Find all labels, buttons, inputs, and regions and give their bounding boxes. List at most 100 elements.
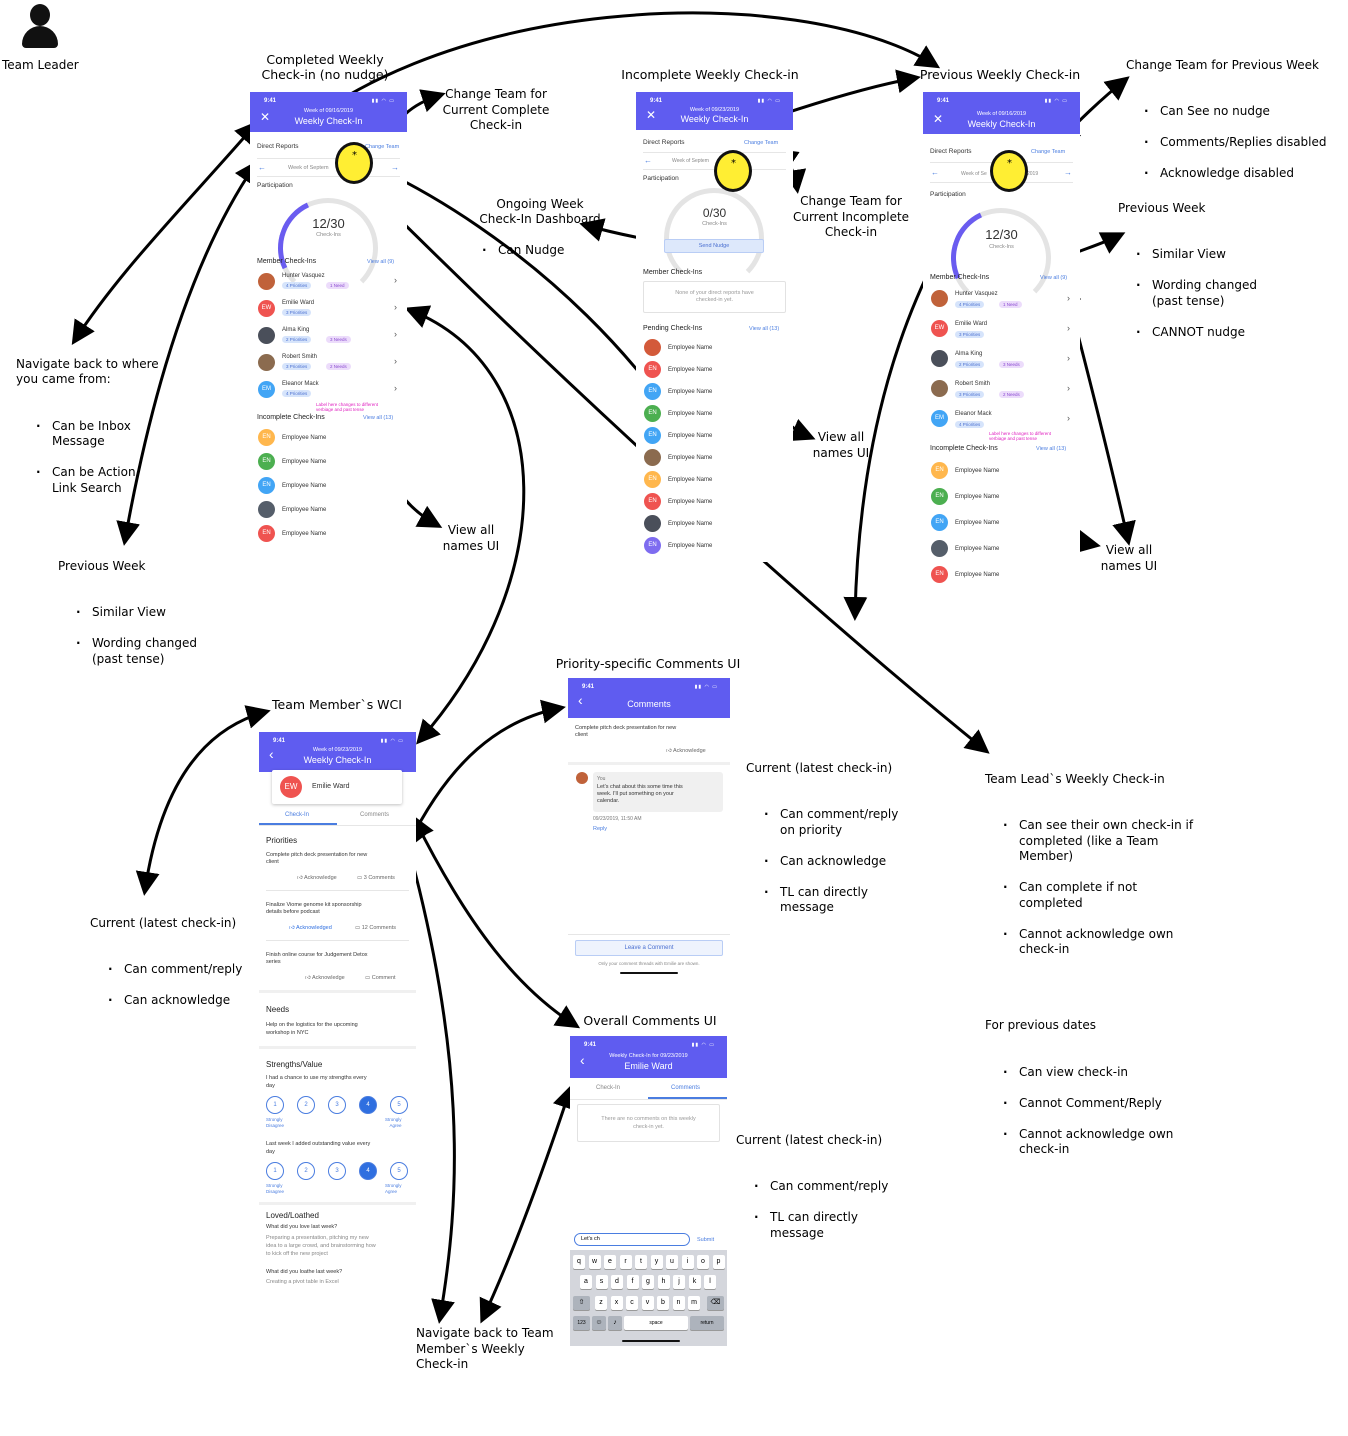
back-icon[interactable]: ‹	[269, 746, 274, 762]
change-team-link[interactable]: Change Team	[744, 140, 779, 146]
list-item[interactable]: Hunter Vasquez 4 Priorities 1 Need ›	[923, 287, 1080, 315]
reply-link[interactable]: Reply	[593, 826, 608, 832]
key[interactable]: c	[626, 1296, 638, 1310]
next-week-icon[interactable]: →	[391, 163, 399, 172]
list-item[interactable]: Employee Name	[636, 448, 793, 470]
rating-option[interactable]: 2	[297, 1162, 315, 1180]
key[interactable]: t	[635, 1255, 647, 1269]
key[interactable]: g	[642, 1275, 654, 1289]
list-item[interactable]: EM Eleanor Mack 4 Priorities ›	[923, 407, 1080, 435]
emoji-icon[interactable]: ☺	[592, 1316, 606, 1330]
change-team-link[interactable]: Change Team	[1031, 149, 1066, 155]
acknowledge-button[interactable]: 👍︎ Acknowledge	[666, 748, 706, 754]
return-key[interactable]: return	[690, 1316, 724, 1330]
list-item[interactable]: EW Emilie Ward 3 Priorities ›	[250, 297, 407, 321]
key[interactable]: b	[657, 1296, 669, 1310]
tab-check-in[interactable]: Check-In	[285, 812, 310, 818]
comments-button[interactable]: ▭ 12 Comments	[355, 925, 396, 931]
close-icon[interactable]: ✕	[646, 108, 657, 122]
list-item[interactable]: Employee Name	[636, 514, 793, 536]
close-icon[interactable]: ✕	[260, 110, 271, 124]
rating-option-selected[interactable]: 4	[359, 1096, 377, 1114]
next-week-icon[interactable]: →	[1064, 168, 1072, 177]
microphone-icon[interactable]: ♪	[608, 1316, 622, 1330]
list-item[interactable]: Robert Smith 3 Priorities 2 Needs ›	[250, 351, 407, 375]
list-item[interactable]: Employee Name	[250, 500, 407, 524]
list-item[interactable]: EN Employee Name	[250, 524, 407, 548]
view-all-link[interactable]: View all (13)	[1036, 446, 1067, 452]
key[interactable]: u	[666, 1255, 678, 1269]
key[interactable]: i	[681, 1255, 694, 1269]
rating-option-selected[interactable]: 4	[359, 1162, 377, 1180]
rating-option[interactable]: 5	[390, 1162, 408, 1180]
list-item[interactable]: EN Employee Name	[250, 428, 407, 452]
rating-option[interactable]: 3	[328, 1162, 346, 1180]
list-item[interactable]: Employee Name	[923, 539, 1080, 565]
submit-button[interactable]: Submit	[697, 1237, 715, 1243]
back-icon[interactable]: ‹	[578, 692, 583, 708]
rating-option[interactable]: 2	[297, 1096, 315, 1114]
key[interactable]: r	[619, 1255, 632, 1269]
comments-button[interactable]: ▭ 3 Comments	[357, 875, 395, 881]
list-item[interactable]: EM Eleanor Mack 4 Priorities ›	[250, 378, 407, 402]
list-item[interactable]: Hunter Vasquez 4 Priorities 1 Need ›	[250, 270, 407, 294]
key[interactable]: q	[573, 1255, 585, 1269]
tab-check-in[interactable]: Check-In	[596, 1085, 621, 1091]
tab-comments[interactable]: Comments	[671, 1085, 701, 1091]
view-all-link[interactable]: View all (13)	[363, 415, 394, 421]
shift-icon[interactable]: ⇧	[573, 1296, 590, 1310]
key[interactable]: p	[712, 1255, 725, 1269]
prev-week-icon[interactable]: ←	[258, 163, 266, 172]
acknowledge-button[interactable]: 👍︎ Acknowledge	[305, 975, 345, 981]
leave-comment-button[interactable]: Leave a Comment	[575, 940, 723, 956]
key[interactable]: o	[697, 1255, 709, 1269]
space-key[interactable]: space	[624, 1316, 688, 1330]
key[interactable]: l	[704, 1275, 716, 1289]
key[interactable]: a	[580, 1275, 592, 1289]
send-nudge-button[interactable]: Send Nudge	[664, 239, 764, 253]
numbers-key[interactable]: 123	[573, 1316, 590, 1330]
close-icon[interactable]: ✕	[933, 112, 944, 126]
view-all-link[interactable]: View all (9)	[367, 259, 395, 265]
rating-option[interactable]: 5	[390, 1096, 408, 1114]
tab-comments[interactable]: Comments	[360, 812, 390, 818]
backspace-icon[interactable]: ⌫	[707, 1296, 724, 1310]
list-item[interactable]: Robert Smith 3 Priorities 2 Needs ›	[923, 377, 1080, 405]
change-team-link[interactable]: Change Team	[365, 144, 400, 150]
key[interactable]: z	[595, 1296, 607, 1310]
key[interactable]: k	[688, 1275, 701, 1289]
key[interactable]: s	[595, 1275, 608, 1289]
key[interactable]: h	[657, 1275, 670, 1289]
key[interactable]: m	[688, 1296, 700, 1310]
rating-option[interactable]: 3	[328, 1096, 346, 1114]
acknowledge-button[interactable]: 👍︎ Acknowledged	[289, 925, 332, 931]
key[interactable]: e	[604, 1255, 616, 1269]
back-icon[interactable]: ‹	[580, 1052, 585, 1068]
list-item[interactable]: Employee Name	[636, 338, 793, 360]
rating-option[interactable]: 1	[266, 1096, 284, 1114]
key[interactable]: x	[610, 1296, 623, 1310]
list-item[interactable]: EW Emilie Ward 3 Priorities ›	[923, 317, 1080, 345]
key[interactable]: d	[611, 1275, 623, 1289]
key[interactable]: w	[588, 1255, 601, 1269]
list-item[interactable]: EN Employee Name	[250, 452, 407, 476]
list-item[interactable]: Alma King 2 Priorities 3 Needs ›	[250, 324, 407, 348]
key[interactable]: f	[626, 1275, 639, 1289]
comment-button[interactable]: ▭ Comment	[365, 975, 396, 981]
key[interactable]: y	[650, 1255, 663, 1269]
prev-week-icon[interactable]: ←	[931, 168, 939, 177]
comment-input[interactable]: Let's ch	[574, 1233, 690, 1246]
view-all-link[interactable]: View all (13)	[749, 326, 780, 332]
key[interactable]: v	[641, 1296, 654, 1310]
